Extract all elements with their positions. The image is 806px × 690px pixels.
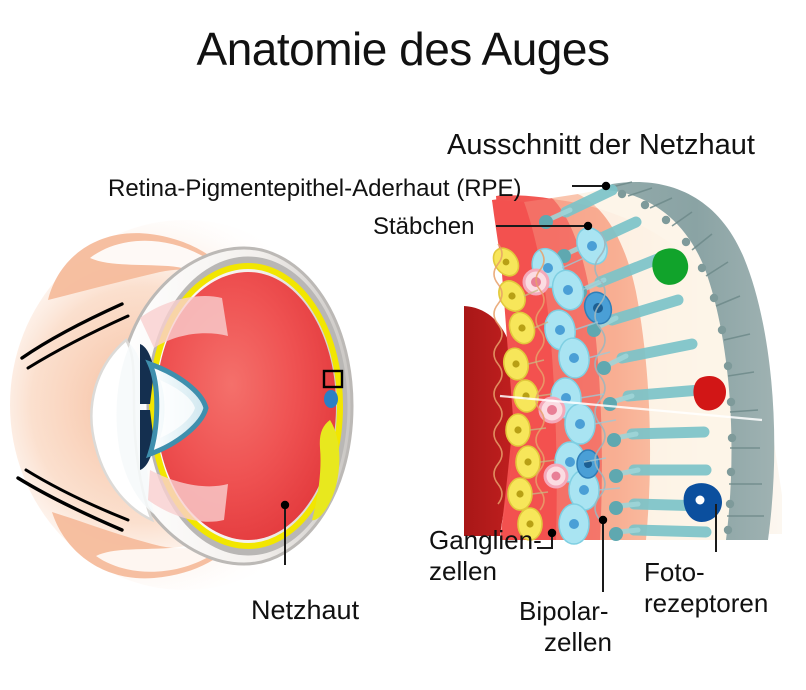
eyelash-group-upper	[20, 302, 130, 370]
label-fotorezeptoren-line1: Foto-	[644, 557, 705, 587]
bipolar-connectors	[561, 257, 621, 491]
page-title: Anatomie des Auges	[196, 23, 610, 75]
ciliary-body	[140, 296, 228, 348]
anterior-chamber	[116, 344, 154, 514]
leader-staebchen	[496, 221, 593, 231]
synaptic-plexus	[493, 243, 545, 511]
upper-eyelid-inner	[90, 240, 242, 300]
ciliary-body-lower	[148, 470, 228, 522]
optic-disc	[324, 390, 338, 408]
label-staebchen: Stäbchen	[373, 213, 475, 240]
rpe-nuclei	[617, 189, 737, 535]
iris-upper	[140, 344, 154, 404]
wedge-section-divider	[499, 394, 763, 422]
retina-yellow-layer	[148, 262, 344, 550]
macula	[312, 420, 340, 521]
rpe-cell-divisions	[607, 181, 764, 517]
leader-lines	[496, 181, 717, 592]
section-subtitle: Ausschnitt der Netzhaut	[447, 129, 755, 161]
cell-connectors	[523, 289, 557, 495]
eye-cross-section	[10, 220, 360, 590]
ganglion-cells	[492, 247, 543, 541]
vitreous-body	[156, 272, 336, 540]
leader-bipolarzellen	[598, 515, 608, 592]
magnification-callout-box	[322, 369, 344, 389]
label-netzhaut: Netzhaut	[251, 595, 360, 625]
label-bipolarzellen-line2: zellen	[544, 627, 612, 657]
cone-blue	[683, 483, 722, 522]
choroid	[146, 256, 348, 556]
outer-plexiform-squiggles	[594, 231, 606, 521]
label-ganglienzellen-line1: Ganglien-	[429, 525, 542, 555]
label-fotorezeptoren-line2: rezeptoren	[644, 588, 769, 618]
leader-netzhaut	[280, 500, 290, 565]
eyelash-group-lower	[16, 468, 130, 532]
label-ganglienzellen-line2: zellen	[429, 556, 497, 586]
cone-red	[693, 375, 726, 411]
leader-rpe	[572, 181, 611, 191]
lower-eyelid-inner	[96, 516, 244, 572]
cone-green-upper	[652, 248, 689, 285]
retina-cross-section-wedge	[464, 181, 782, 545]
amacrine-cells	[522, 268, 569, 489]
retinal-pigment-epithelium	[600, 181, 775, 540]
leader-ganglienzellen	[537, 528, 557, 549]
label-rpe: Retina-Pigmentepithel-Aderhaut (RPE)	[108, 175, 522, 202]
label-bipolarzellen-line1: Bipolar-	[519, 596, 609, 626]
outer-nuclear-layer	[578, 190, 732, 540]
lens-highlight	[160, 380, 195, 438]
